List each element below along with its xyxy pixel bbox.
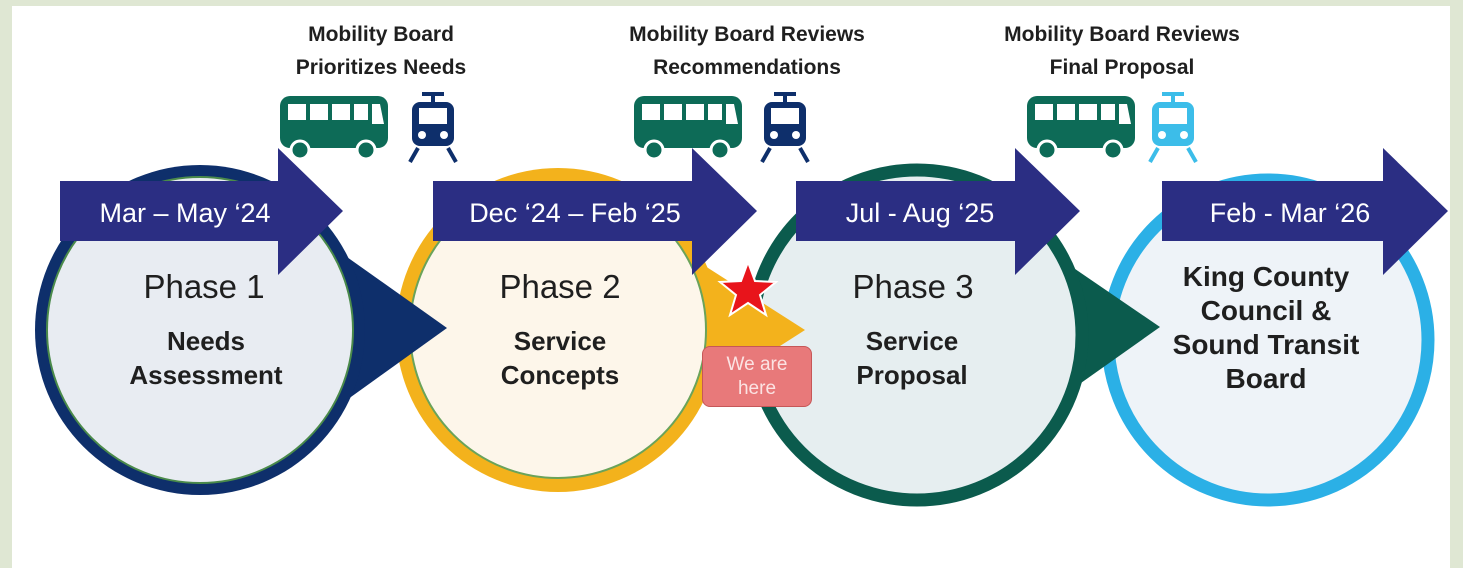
date-label-2: Dec ‘24 – Feb ‘25: [469, 198, 681, 228]
star-icon: [717, 259, 779, 318]
bus-icon: [634, 96, 742, 161]
final-step-name: King County Council & Sound Transit Boar…: [1172, 261, 1360, 394]
phase-2-title: Phase 2: [499, 268, 621, 305]
date-label-3: Jul - Aug ‘25: [845, 198, 995, 228]
phase-1-title: Phase 1: [143, 268, 265, 305]
date-arrow-3: [796, 148, 1080, 275]
light-rail-icon: [1148, 92, 1198, 163]
bus-icon: [1027, 96, 1135, 161]
date-arrow-2: [433, 148, 757, 275]
bus-icon: [280, 96, 388, 161]
we-are-here-badge: We are here: [702, 346, 812, 407]
date-label-1: Mar – May ‘24: [99, 198, 271, 228]
light-rail-icon: [760, 92, 810, 163]
board-review-label-2: Mobility Board Reviews Recommendations: [629, 23, 865, 79]
board-review-label-3: Mobility Board Reviews Final Proposal: [1004, 23, 1240, 79]
light-rail-icon: [408, 92, 458, 163]
date-label-4: Feb - Mar ‘26: [1209, 198, 1371, 228]
phase-2-name: Service Concepts: [500, 326, 620, 390]
phase-2-circle: [396, 168, 805, 492]
date-arrow-4: [1162, 148, 1448, 275]
board-review-label-1: Mobility Board Prioritizes Needs: [295, 23, 467, 79]
phase-3-name: Service Proposal: [856, 326, 968, 390]
phase-3-title: Phase 3: [852, 268, 974, 305]
date-arrow-1: [60, 148, 343, 275]
phase-1-name: Needs Assessment: [129, 326, 283, 390]
